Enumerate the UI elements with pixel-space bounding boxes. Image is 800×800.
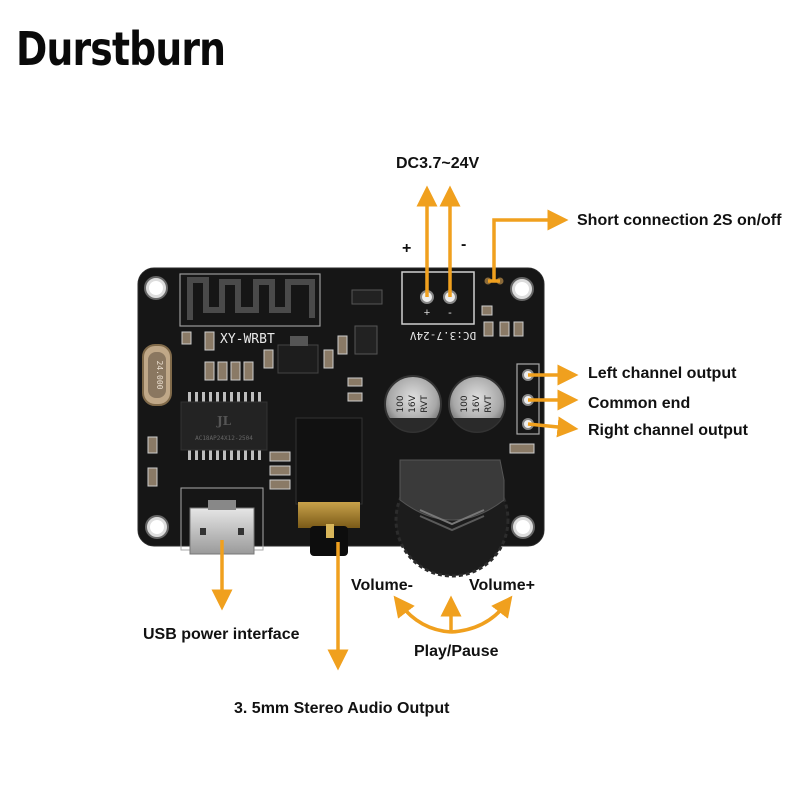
svg-text:JL: JL (216, 414, 232, 428)
svg-text:+: + (424, 307, 430, 319)
svg-text:RVT: RVT (420, 395, 430, 413)
model-silkscreen: XY-WRBT (220, 332, 275, 347)
arrow-right-channel (527, 416, 579, 438)
power-silkscreen: DC:3.7-24V (410, 329, 477, 342)
arrow-volume-plus (450, 595, 513, 634)
arrow-volume-minus (393, 595, 452, 634)
label-plus: + (402, 240, 412, 257)
label-audio-jack: 3. 5mm Stereo Audio Output (234, 700, 450, 717)
svg-text:16V: 16V (408, 394, 418, 412)
capacitor-1: 100 16V RVT (384, 375, 442, 433)
label-volume-minus: Volume- (351, 577, 413, 594)
label-minus: - (461, 236, 467, 253)
arrow-switch (492, 209, 569, 281)
capacitor-2: 100 16V RVT (448, 375, 506, 433)
pcb-antenna (179, 273, 321, 327)
label-left-channel: Left channel output (588, 365, 737, 382)
svg-text:AC18AP24X12-2504: AC18AP24X12-2504 (195, 435, 253, 442)
label-play-pause: Play/Pause (414, 643, 499, 660)
crystal-oscillator: 24.000 (142, 344, 172, 406)
regulator (277, 289, 383, 374)
annotation-arrows (211, 185, 579, 671)
svg-text:24.000: 24.000 (155, 361, 164, 390)
smd-components (147, 305, 535, 490)
svg-text:-: - (448, 307, 452, 319)
audio-jack (295, 417, 363, 556)
rotary-encoder (394, 459, 510, 578)
bluetooth-chip: JL AC18AP24X12-2504 (180, 392, 268, 460)
label-power-input: DC3.7~24V (396, 155, 480, 172)
mounting-holes (144, 276, 535, 539)
svg-text:100: 100 (396, 395, 406, 412)
label-usb: USB power interface (143, 626, 300, 643)
label-switch: Short connection 2S on/off (577, 212, 782, 229)
label-common-end: Common end (588, 395, 691, 412)
label-volume-plus: Volume+ (469, 577, 535, 594)
svg-text:100: 100 (460, 395, 470, 412)
svg-text:16V: 16V (472, 394, 482, 412)
svg-text:RVT: RVT (484, 395, 494, 413)
label-right-channel: Right channel output (588, 422, 748, 439)
brand-logo: Durstburn (16, 22, 226, 76)
